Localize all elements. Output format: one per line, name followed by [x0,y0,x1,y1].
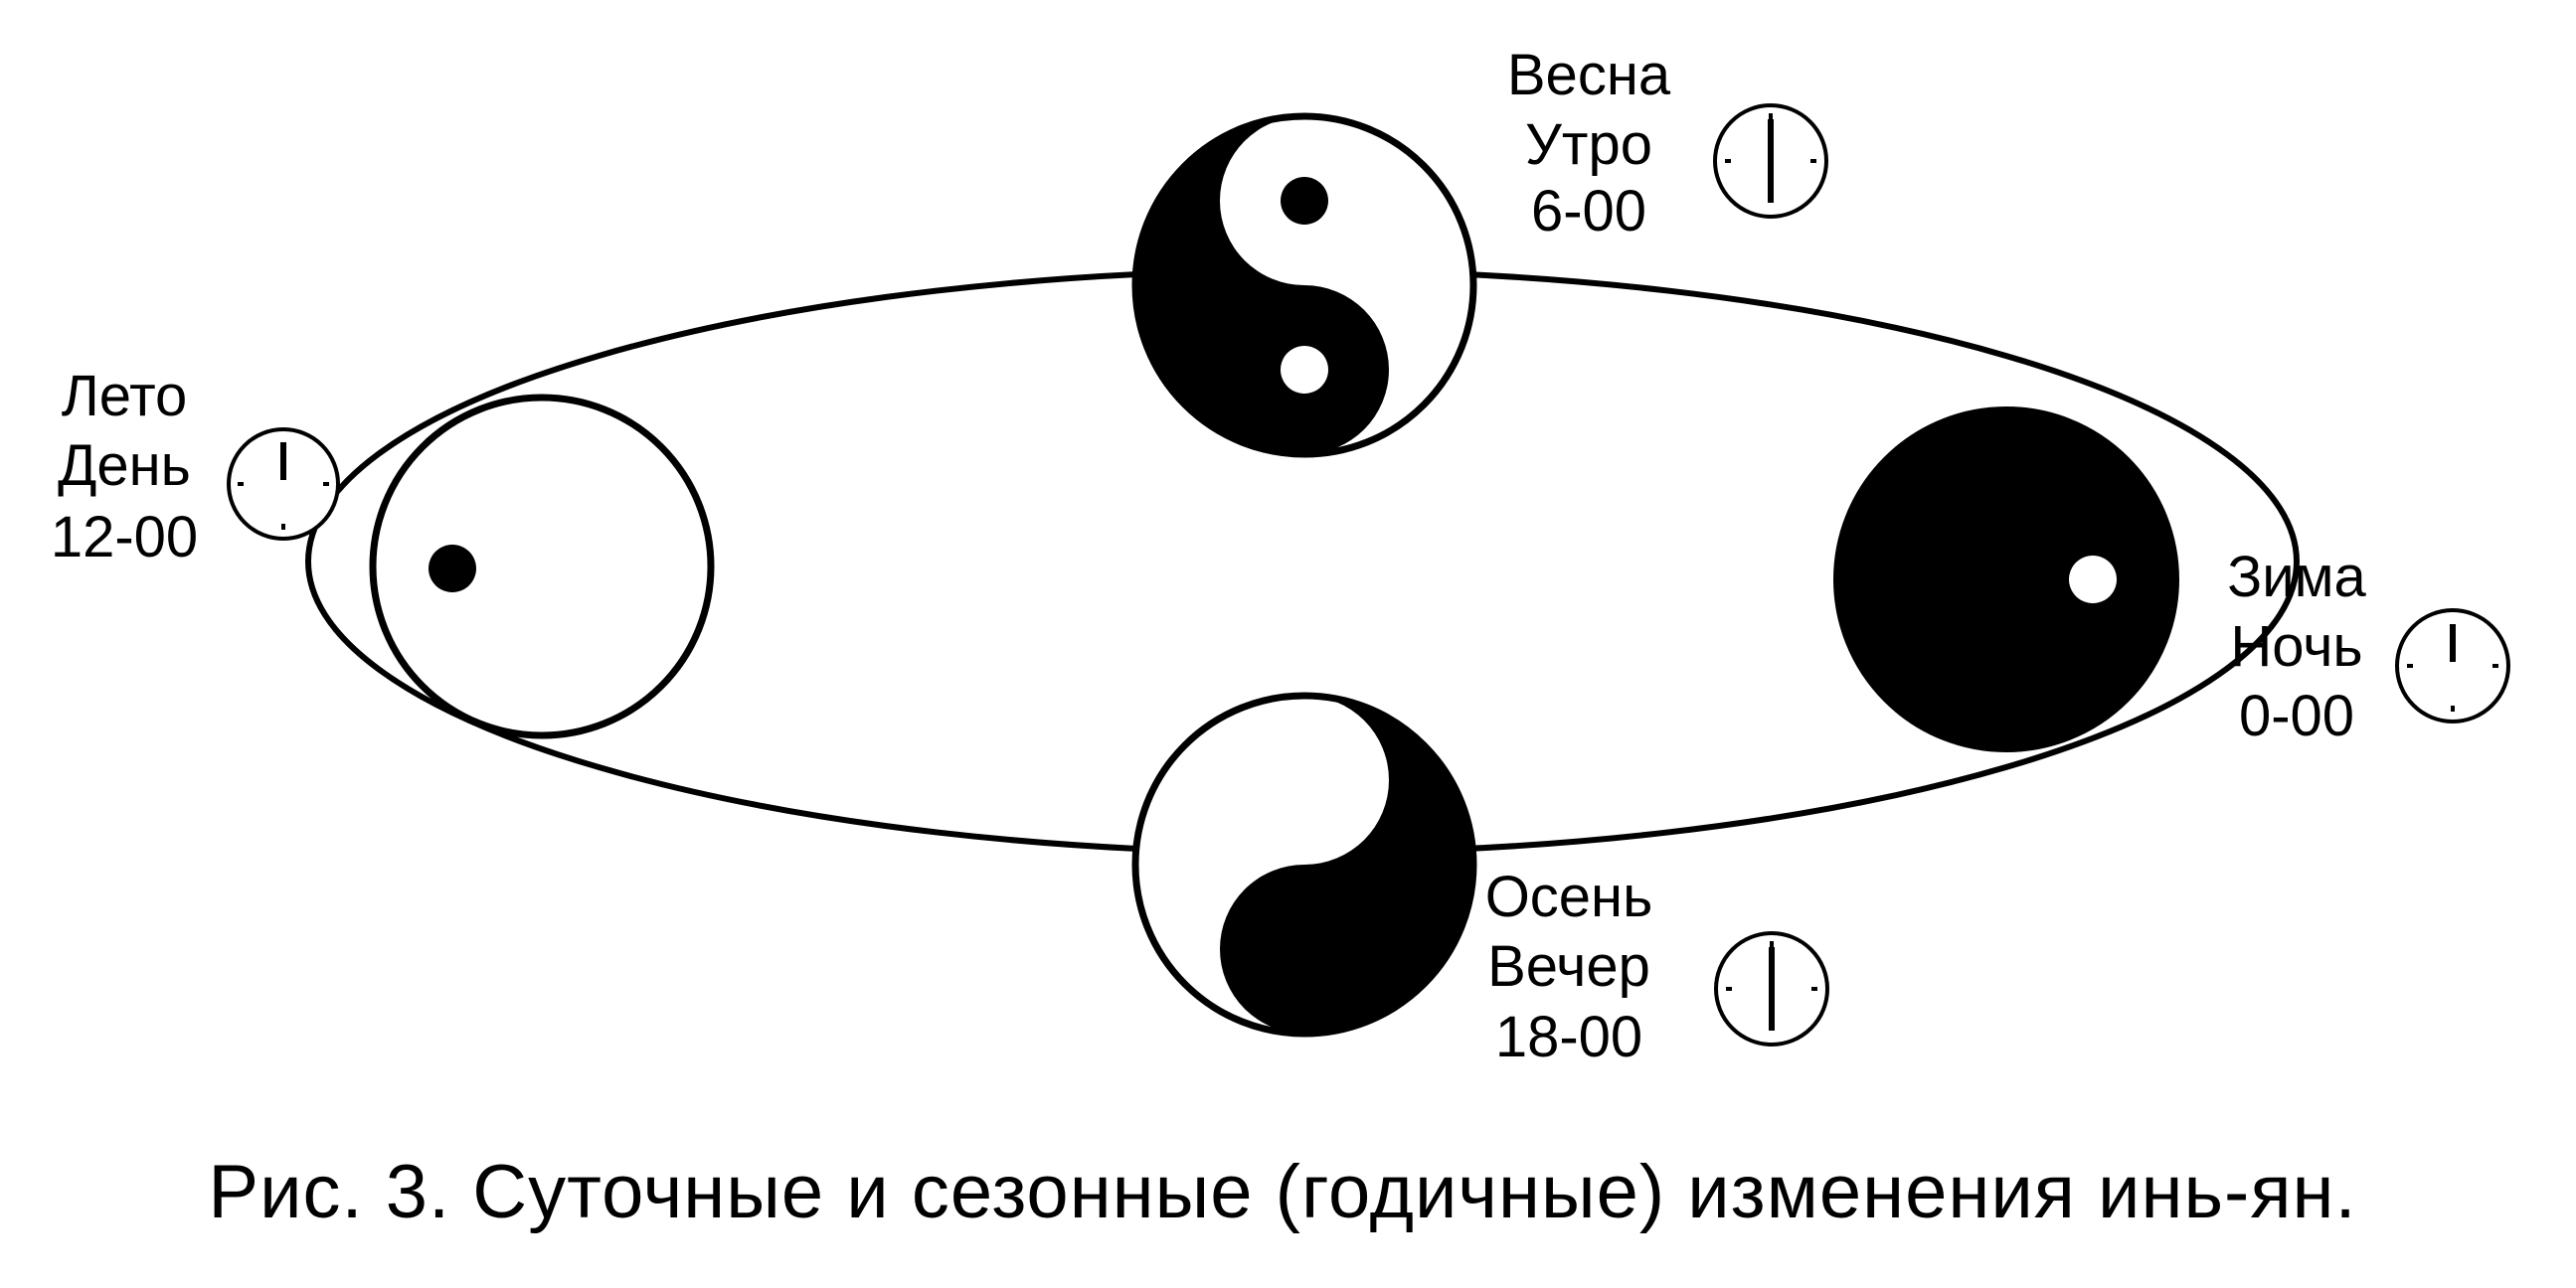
winter-time-text: 0-00 [2239,684,2354,748]
summer-season-text: Лето [62,364,188,428]
spring-symbol [1131,112,1477,458]
autumn-label: Осень Вечер 18-00 [1485,865,1653,1069]
yang-dot [2069,556,2117,603]
yin-yang-icon [1131,692,1477,1038]
figure-caption: Рис. 3. Суточные и сезонные (годичные) и… [208,1150,2356,1234]
white-circle-icon [369,394,715,739]
spring-label: Весна Утро 6-00 [1507,43,1671,243]
yin-dot [429,545,476,592]
autumn-time-text: 18-00 [1495,1005,1642,1069]
summer-time-text: 12-00 [51,505,198,569]
summer-label: Лето День 12-00 [51,364,198,569]
summer-symbol [369,394,715,739]
winter-symbol [1833,406,2179,752]
spring-daytime-text: Утро [1525,112,1652,177]
winter-label: Зима Ночь 0-00 [2227,545,2366,748]
black-circle-icon [1833,406,2179,752]
clock-icon [1714,931,1829,1046]
clock-icon [227,427,340,541]
clock-icon [1713,103,1828,219]
autumn-daytime-text: Вечер [1487,934,1650,999]
summer-daytime-text: День [58,433,191,498]
yin-yang-icon [1131,112,1477,458]
winter-daytime-text: Ночь [2230,614,2362,679]
autumn-symbol [1131,692,1477,1038]
autumn-season-text: Осень [1485,865,1653,929]
spring-time-text: 6-00 [1531,179,1646,243]
winter-season-text: Зима [2227,545,2366,609]
spring-season-text: Весна [1507,43,1671,107]
clock-icon [2395,608,2510,724]
